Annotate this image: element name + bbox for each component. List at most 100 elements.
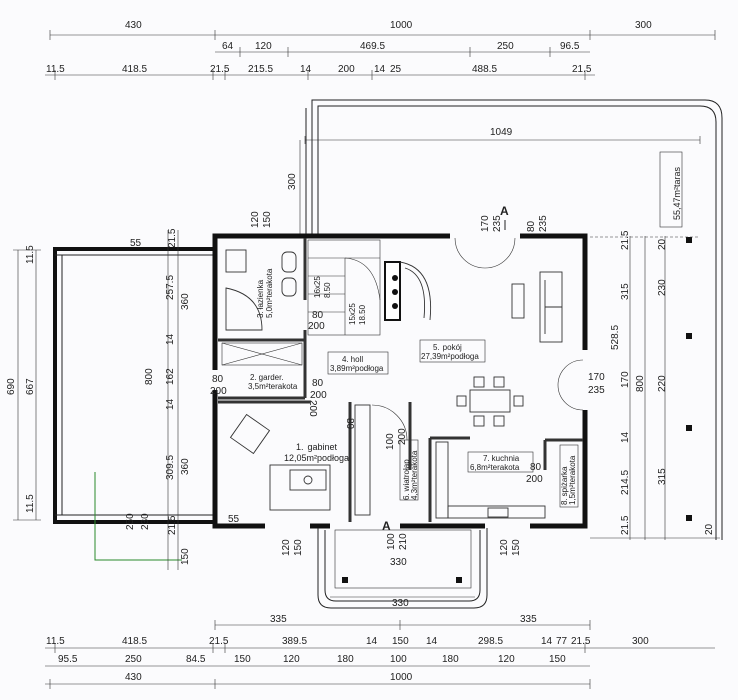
closet-icon	[354, 404, 371, 516]
stair-lower-a: 15x25	[348, 303, 357, 325]
dim-bot3-c: 84.5	[186, 654, 206, 665]
hall: 4.holl 3,89m²podłoga	[327, 351, 389, 375]
dim-right-14: 14	[620, 431, 631, 443]
bath-window-dims: 120 150	[250, 211, 273, 228]
dim-top1-a: 430	[125, 20, 142, 31]
dim-garage-door-b: 230	[140, 513, 151, 530]
room4-area: 3,89m²podłoga	[330, 364, 384, 373]
dim-right-20-bot: 20	[704, 523, 715, 535]
dim-bot3-g: 100	[390, 654, 407, 665]
section-mark-bottom: A	[382, 519, 391, 533]
dim-top3-i: 488.5	[472, 64, 497, 75]
dim-topdoor-b: 235	[492, 215, 503, 232]
room1-area: 12,05m²podłoga	[284, 453, 349, 463]
room2-num: 2.	[250, 373, 257, 382]
porch-post	[456, 577, 462, 583]
dim-terrace-depth: 300	[287, 173, 298, 190]
dim-bath-door-80: 80	[312, 310, 324, 321]
dim-right-528: 528.5	[610, 325, 621, 350]
dim-bot2-d: 389.5	[282, 636, 307, 647]
room1-num: 1.	[296, 442, 304, 452]
dim-bot2-a: 11.5	[46, 636, 65, 647]
dim-left-21-top: 21.5	[167, 228, 178, 248]
dim-bot3-e: 120	[283, 654, 300, 665]
armchair-icon	[229, 413, 271, 455]
room1-name: gabinet	[308, 442, 338, 452]
dim-left-11-top: 11.5	[25, 245, 36, 264]
dim-bot2-g: 14	[426, 636, 438, 647]
left-dimension-lines: 690 667 11.5 11.5 257.5 14 162 14 309.5 …	[6, 228, 240, 570]
dim-right-220: 220	[657, 375, 668, 392]
dim-top3-a: 11.5	[46, 64, 65, 75]
room4-num: 4.	[342, 355, 349, 364]
dim-topdoor-a: 170	[480, 215, 491, 232]
dim-right-800: 800	[635, 375, 646, 392]
house-walls	[211, 232, 589, 530]
dim-top3-b: 418.5	[122, 64, 147, 75]
dim-entry-210: 210	[398, 533, 409, 550]
dim-top3-g: 14	[374, 64, 386, 75]
bathroom: 3.łazienka 5,0m²terakota	[225, 249, 297, 331]
dim-hall-door-80: 80	[312, 378, 324, 389]
left-door-dims: 80 200 80 200	[210, 374, 327, 401]
dim-left-55-top: 55	[130, 238, 142, 249]
wardrobe: 2.garder. 3,5m²terakota	[221, 342, 303, 391]
office: 1.gabinet 12,05m²podłoga 80 200	[229, 400, 355, 511]
room1-label: 1. gabinet	[296, 442, 338, 452]
bottom-dimension-lines: 335 335 11.5 418.5 21.5 389.5 14 150 14 …	[45, 614, 715, 689]
terrace-post	[686, 237, 692, 243]
dim-right-214: 214.5	[620, 470, 631, 495]
dim-bot3-j: 150	[549, 654, 566, 665]
room5-num: 5.	[433, 343, 440, 352]
dim-bot2-b: 418.5	[122, 636, 147, 647]
terrace-door: 170 235 80 235 A	[454, 204, 549, 269]
dim-bot3-b: 250	[125, 654, 142, 665]
chair-icon	[303, 475, 313, 485]
right-dimension-lines: 21.5 315 528.5 170 14 214.5 21.5 20 230 …	[590, 230, 720, 540]
terrace-outline: 1049 300 55,47m²taras	[287, 99, 723, 540]
dim-right-door-170: 170	[588, 372, 605, 383]
dim-kitchen-door-80: 80	[530, 462, 542, 473]
living-room: 5.pokój 27,39m²podłoga 170 235	[419, 271, 605, 427]
kitchen-counter-left	[435, 441, 449, 519]
staircase: 16x25 8.50 15x25 18.50	[307, 239, 381, 336]
dim-bot3-a: 95.5	[58, 654, 78, 665]
dim-right-315: 315	[620, 283, 631, 300]
dim-left-21-bot: 21.5	[167, 515, 178, 535]
dim-left-360-bot: 360	[180, 458, 191, 475]
vestibule: 6.wiatrołap 4,3m²terakota 100 200	[354, 404, 419, 516]
carport: 250 230	[53, 247, 217, 561]
room3-area: 5,0m²terakota	[265, 268, 274, 318]
dim-top2-e: 96.5	[560, 41, 580, 52]
dim-top1-b: 1000	[390, 20, 413, 31]
dim-bot2-k: 21.5	[571, 636, 591, 647]
dim-left-14a: 14	[165, 333, 176, 345]
room6-name: wiatrołap	[402, 459, 411, 493]
dining-table-icon	[469, 389, 511, 413]
bath-door-dims: 80 200	[308, 310, 325, 332]
dim-right-170: 170	[620, 371, 631, 388]
dim-right-230: 230	[657, 279, 668, 296]
room2-name: garder.	[259, 373, 284, 382]
room4-name: holl	[351, 355, 364, 364]
dim-left-150: 150	[180, 548, 191, 565]
dim-right-315-b: 315	[657, 468, 668, 485]
dim-right-21-bot: 21.5	[620, 515, 631, 535]
room5-area: 27,39m²podłoga	[421, 352, 479, 361]
stair-lower-b: 18.50	[358, 304, 367, 325]
dim-win2-120: 120	[499, 539, 510, 556]
dim-bot1-a: 335	[270, 614, 287, 625]
dim-bot2-l: 300	[632, 636, 649, 647]
terrace-post	[686, 425, 692, 431]
dim-topdoor-c: 80	[526, 220, 537, 232]
room8-label: 8.spiżarka	[560, 466, 569, 505]
dim-vest-200: 200	[397, 428, 408, 445]
stair-upper-a: 16x25	[313, 276, 322, 298]
kitchen-counter-bottom	[447, 505, 546, 519]
dim-bot3-d: 150	[234, 654, 251, 665]
dim-left-309: 309.5	[165, 455, 176, 480]
room8-name: spiżarka	[560, 466, 569, 496]
dim-left-outer-inner: 667	[25, 378, 36, 395]
dim-top3-f: 200	[338, 64, 355, 75]
dim-bath-door-200: 200	[308, 321, 325, 332]
